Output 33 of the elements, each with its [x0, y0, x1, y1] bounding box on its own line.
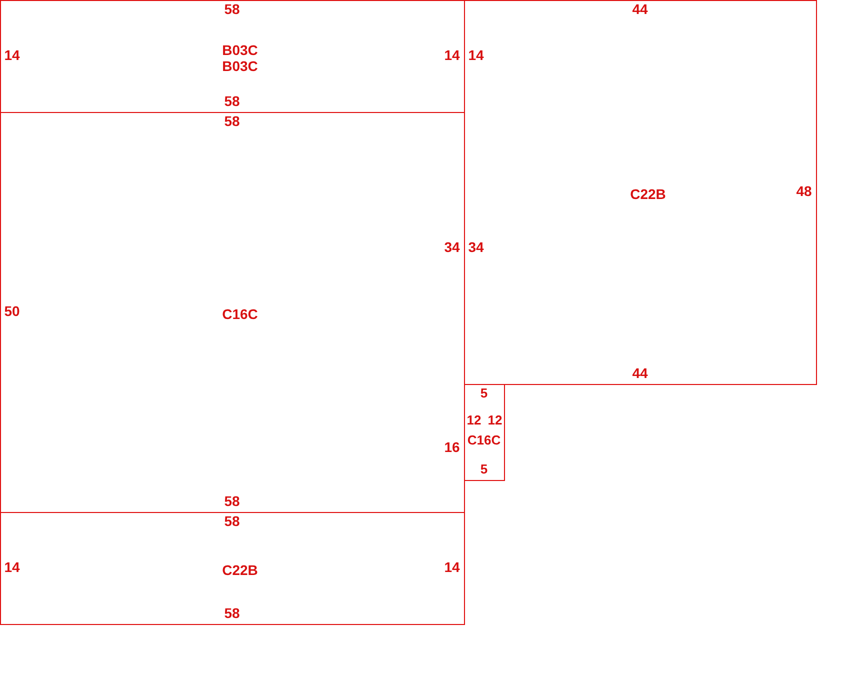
dimension-label: 16 [444, 440, 460, 454]
part-code-label: B03C [222, 43, 258, 57]
part-code-label: C22B [630, 187, 666, 201]
dimension-label: 58 [224, 514, 240, 528]
cut-piece-outline [0, 0, 465, 113]
dimension-label: 14 [444, 560, 460, 574]
dimension-label: 58 [224, 114, 240, 128]
dimension-label: 14 [4, 560, 20, 574]
dimension-label: 14 [4, 48, 20, 62]
dimension-label: 12 [488, 414, 502, 426]
dimension-label: 58 [224, 2, 240, 16]
part-code-label: C16C [467, 434, 501, 446]
dimension-label: 12 [466, 414, 482, 426]
cut-piece-outline [464, 384, 505, 481]
dimension-label: 14 [444, 48, 460, 62]
part-code-label: C22B [222, 563, 258, 577]
dimension-label: 34 [444, 240, 460, 254]
dimension-label: 14 [468, 48, 484, 62]
cut-piece-outline [464, 0, 817, 385]
dimension-label: 44 [632, 2, 648, 16]
part-code-label: B03C [222, 59, 258, 73]
dimension-label: 58 [224, 606, 240, 620]
dimension-label: 34 [468, 240, 484, 254]
dimension-label: 58 [224, 94, 240, 108]
dimension-label: 48 [796, 184, 812, 198]
dimension-label: 58 [224, 494, 240, 508]
dimension-label: 5 [480, 386, 488, 400]
cut-piece-outline [0, 512, 465, 625]
dimension-label: 5 [480, 462, 488, 476]
cut-piece-outline [0, 112, 465, 513]
dimension-label: 44 [632, 366, 648, 380]
part-code-label: C16C [222, 307, 258, 321]
dimension-label: 50 [4, 304, 20, 318]
